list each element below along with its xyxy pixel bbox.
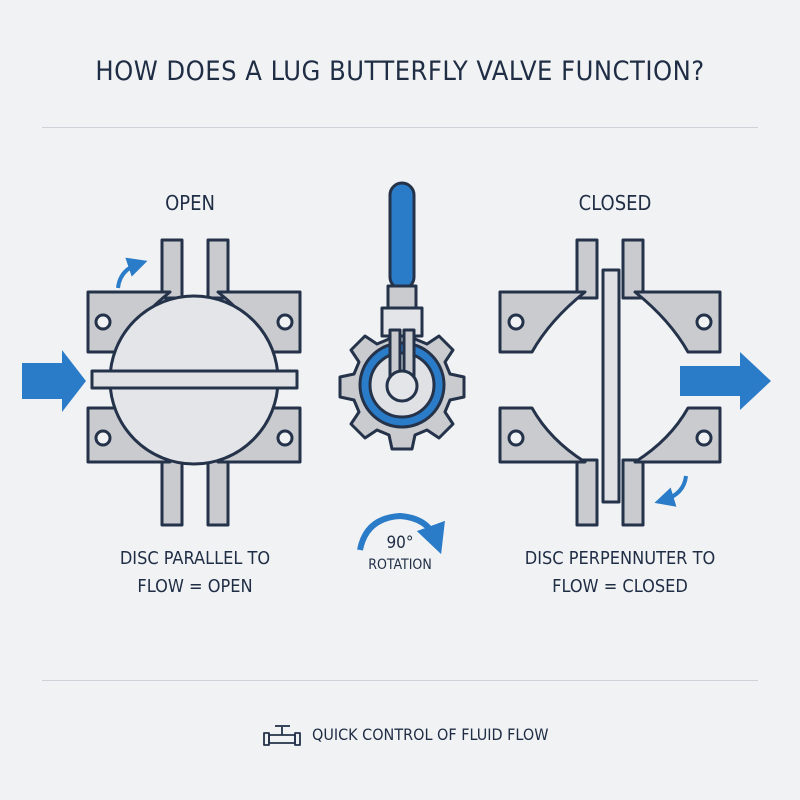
closed-caption: DISC PERPENNUTER TO FLOW = CLOSED (490, 545, 750, 601)
footer-text: QUICK CONTROL OF FLUID FLOW (312, 724, 549, 744)
closed-lug-lower-right (633, 406, 722, 464)
open-label: OPEN (165, 191, 215, 215)
closed-lug-upper-right (633, 290, 722, 354)
open-bolt-hole (94, 429, 112, 447)
lever-collar (386, 284, 418, 310)
closed-caption-line1: DISC PERPENNUTER TO (524, 548, 716, 569)
closed-label: CLOSED (578, 191, 652, 215)
open-caption: DISC PARALLEL TO FLOW = OPEN (70, 545, 320, 601)
rotation-degrees: 90° (386, 533, 414, 553)
rotation-label: ROTATION (368, 557, 432, 573)
valve-icon (263, 725, 301, 746)
closed-valve (498, 238, 722, 527)
closed-top-pipe-right (621, 238, 645, 300)
closed-top-pipe-left (575, 238, 599, 300)
open-bottom-pipe-right (206, 458, 230, 527)
closed-lug-upper-left (498, 290, 587, 354)
rotation-arrow (357, 512, 445, 555)
page-title: HOW DOES A LUG BUTTERFLY VALVE FUNCTION? (95, 56, 705, 87)
closed-bottom-pipe-right (621, 458, 645, 527)
closed-disc-bar (601, 268, 621, 504)
open-inflow-arrow (22, 350, 86, 412)
hub (385, 369, 419, 403)
open-top-pipe-left (160, 238, 184, 300)
bottom-divider (42, 680, 758, 681)
yoke (380, 306, 424, 338)
closed-bolt-hole (695, 313, 713, 331)
closed-bolt-hole (507, 313, 525, 331)
open-caption-line1: DISC PARALLEL TO (119, 548, 271, 569)
closed-rotation-arrow (654, 475, 688, 507)
lever-handle (388, 181, 416, 291)
open-bolt-hole (276, 429, 294, 447)
open-top-pipe-right (206, 238, 230, 300)
open-bottom-pipe-left (160, 458, 184, 527)
open-rotation-arrow (116, 257, 148, 289)
top-divider (42, 127, 758, 128)
footer: QUICK CONTROL OF FLUID FLOW (262, 721, 548, 747)
closed-caption-line2: FLOW = CLOSED (552, 576, 688, 597)
open-bolt-hole (94, 313, 112, 331)
closed-bolt-hole (507, 429, 525, 447)
closed-bolt-hole (695, 429, 713, 447)
closed-outflow-arrow (680, 352, 771, 410)
open-valve (86, 238, 302, 527)
closed-lug-lower-left (498, 406, 587, 464)
open-disc-bar (90, 369, 299, 390)
closed-bottom-pipe-left (575, 458, 599, 527)
open-bolt-hole (276, 313, 294, 331)
actuator (338, 181, 466, 451)
open-caption-line2: FLOW = OPEN (137, 576, 253, 597)
